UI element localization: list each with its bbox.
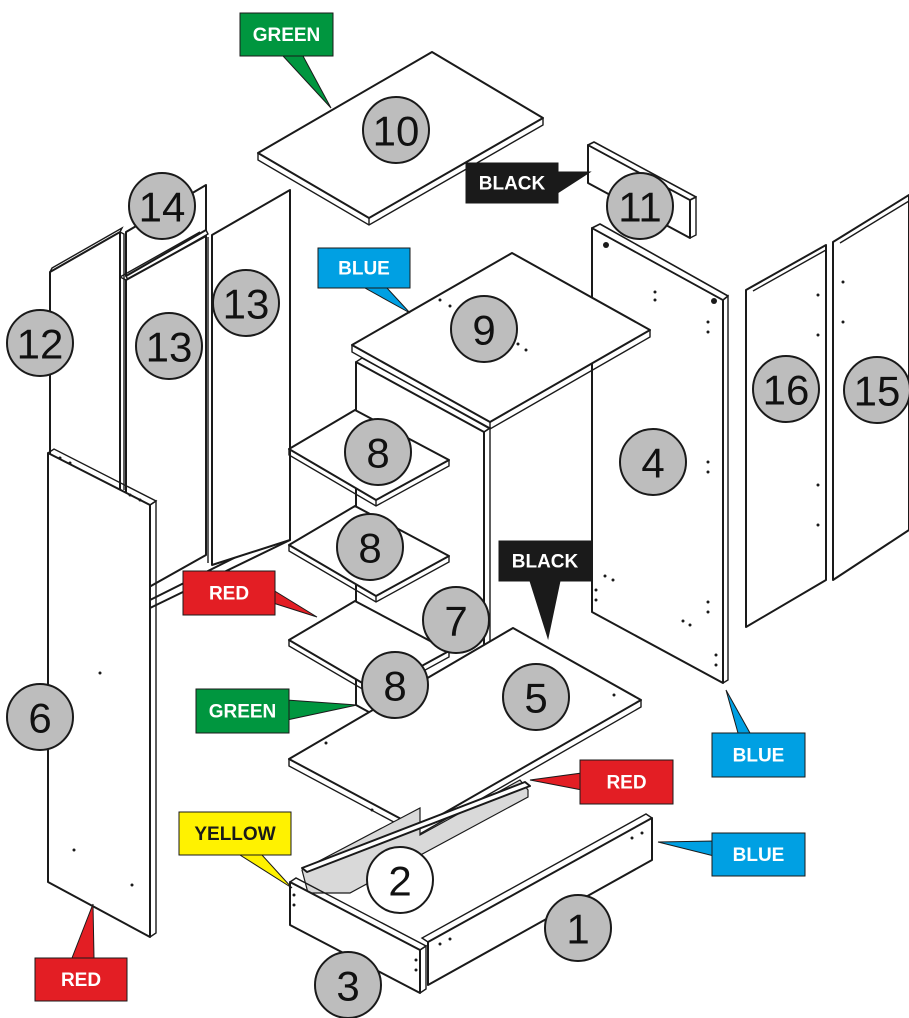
tag-pointer xyxy=(281,55,332,109)
tag-box xyxy=(182,570,276,616)
tag-box xyxy=(579,759,674,805)
part-number-text: 12 xyxy=(17,321,64,368)
part-number-text: 4 xyxy=(641,440,664,487)
part-number-badge-11: 11 xyxy=(606,172,674,240)
tag-label: BLUE xyxy=(733,746,785,767)
part-number-text: 3 xyxy=(336,963,359,1010)
edge-color-tag-red: RED xyxy=(182,570,318,618)
tag-label: GREEN xyxy=(253,25,321,46)
edge-color-tag-green: GREEN xyxy=(239,12,334,109)
part-number-badge-15: 15 xyxy=(843,356,909,424)
part-number-badge-2: 2 xyxy=(366,846,434,914)
part-number-badge-14: 14 xyxy=(128,172,196,240)
tag-label: RED xyxy=(606,773,646,794)
part-number-badge-8: 8 xyxy=(361,651,429,719)
tag-pointer xyxy=(529,580,561,640)
tag-box xyxy=(465,162,559,204)
tag-label: RED xyxy=(209,584,249,605)
part-number-badge-3: 3 xyxy=(314,951,382,1018)
part-number-badge-16: 16 xyxy=(752,355,820,423)
part-number-text: 16 xyxy=(763,367,810,414)
tag-box xyxy=(498,540,592,582)
part-number-badge-5: 5 xyxy=(502,663,570,731)
part-number-text: 5 xyxy=(524,675,547,722)
edge-color-tag-red: RED xyxy=(34,903,128,1002)
tag-pointer xyxy=(363,287,411,314)
part-number-text: 8 xyxy=(383,663,406,710)
part-number-badge-8: 8 xyxy=(344,418,412,486)
tag-label: YELLOW xyxy=(194,824,275,845)
panel-16 xyxy=(745,244,827,628)
part-number-badge-8: 8 xyxy=(336,513,404,581)
drawer-side-3 xyxy=(289,877,428,994)
part-number-text: 8 xyxy=(358,525,381,572)
edge-color-tag-black: BLACK xyxy=(465,162,592,204)
part-number-text: 9 xyxy=(472,307,495,354)
tag-pointer xyxy=(529,772,583,791)
part-number-badge-13: 13 xyxy=(135,312,203,380)
part-number-badge-13: 13 xyxy=(212,269,280,337)
part-number-text: 11 xyxy=(618,184,662,231)
tag-pointer xyxy=(71,903,95,959)
edge-color-tag-black: BLACK xyxy=(498,540,592,640)
part-number-text: 2 xyxy=(388,858,411,905)
part-number-text: 13 xyxy=(146,324,193,371)
tag-box xyxy=(239,12,334,57)
part-number-text: 7 xyxy=(444,598,467,645)
tag-label: BLUE xyxy=(733,845,785,866)
part-number-badge-9: 9 xyxy=(450,295,518,363)
part-number-text: 15 xyxy=(854,368,901,415)
tag-pointer xyxy=(272,589,318,618)
tag-box xyxy=(178,811,292,856)
tag-box xyxy=(317,247,411,289)
part-number-badge-7: 7 xyxy=(422,586,490,654)
tag-label: GREEN xyxy=(209,702,277,723)
part-number-badge-12: 12 xyxy=(6,309,74,377)
part-number-text: 6 xyxy=(28,695,51,742)
part-number-badge-6: 6 xyxy=(6,683,74,751)
tag-pointer xyxy=(286,699,358,721)
tag-label: BLUE xyxy=(338,259,390,280)
panel-13-rear xyxy=(207,189,291,566)
drawer-back-2 xyxy=(301,779,531,894)
part-number-text: 8 xyxy=(366,430,389,477)
part-number-badge-4: 4 xyxy=(619,428,687,496)
tag-box xyxy=(34,957,128,1002)
part-number-text: 13 xyxy=(223,281,270,328)
drawer-front-1 xyxy=(420,813,653,986)
edge-color-tag-blue: BLUE xyxy=(657,832,806,877)
tag-label: BLACK xyxy=(512,552,579,573)
part-number-badge-1: 1 xyxy=(544,894,612,962)
part-number-text: 1 xyxy=(566,906,589,953)
tag-label: RED xyxy=(61,970,101,991)
edge-color-tag-yellow: YELLOW xyxy=(178,811,293,889)
tag-box xyxy=(195,688,290,734)
tag-pointer xyxy=(657,840,715,857)
tag-box xyxy=(711,832,806,877)
tag-pointer xyxy=(725,689,751,734)
tag-box xyxy=(711,732,806,778)
edge-color-tag-blue: BLUE xyxy=(317,247,411,314)
panel-6 xyxy=(47,448,158,938)
edge-color-tag-green: GREEN xyxy=(195,688,358,734)
tag-label: BLACK xyxy=(479,174,546,195)
edge-color-tag-red: RED xyxy=(529,759,674,805)
part-number-text: 10 xyxy=(373,108,420,155)
tag-pointer xyxy=(238,854,293,889)
part-number-badge-10: 10 xyxy=(362,96,430,164)
edge-color-tag-blue: BLUE xyxy=(711,689,806,778)
tag-pointer xyxy=(555,171,592,195)
part-number-text: 14 xyxy=(139,184,186,231)
